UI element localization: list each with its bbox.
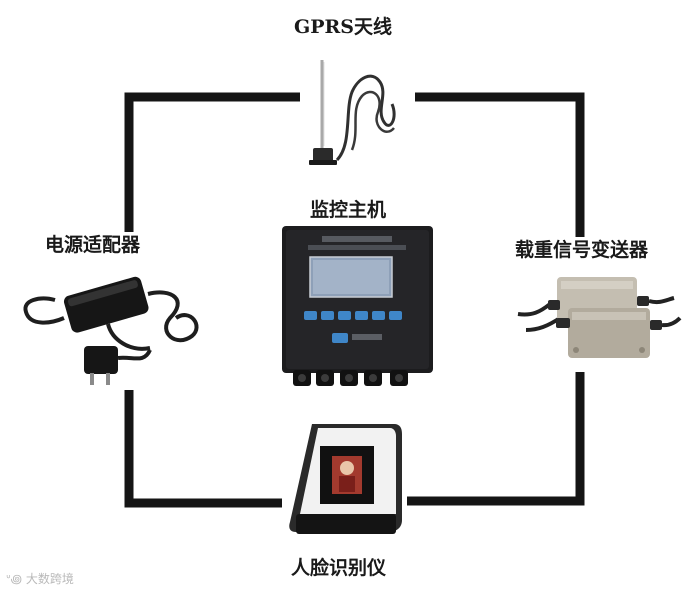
gprs-antenna-icon (309, 60, 396, 165)
connector-antenna-adapter (124, 92, 300, 232)
keypad (304, 311, 402, 320)
face-reader-label: 人脸识别仪 (291, 557, 387, 579)
connector-antenna-transmitter (415, 92, 585, 237)
watermark-logo-icon: ᐡ꩜ (6, 572, 23, 586)
monitor-host-icon (282, 226, 433, 386)
connector-adapter-reader (124, 390, 282, 508)
antenna-label: GPRS天线 (294, 16, 393, 38)
power-adapter-icon (23, 276, 199, 385)
connector-transmitter-reader (407, 372, 585, 506)
connector-lines (124, 92, 585, 508)
host-label: 监控主机 (310, 199, 387, 221)
watermark-text: 大数跨境 (25, 572, 74, 586)
watermark: ᐡ꩜ 大数跨境 (6, 570, 74, 588)
signal-transmitter-icon (517, 277, 682, 358)
transmitter-label: 载重信号变送器 (515, 239, 649, 261)
adapter-label: 电源适配器 (45, 234, 141, 256)
face-recognition-icon (289, 424, 402, 534)
